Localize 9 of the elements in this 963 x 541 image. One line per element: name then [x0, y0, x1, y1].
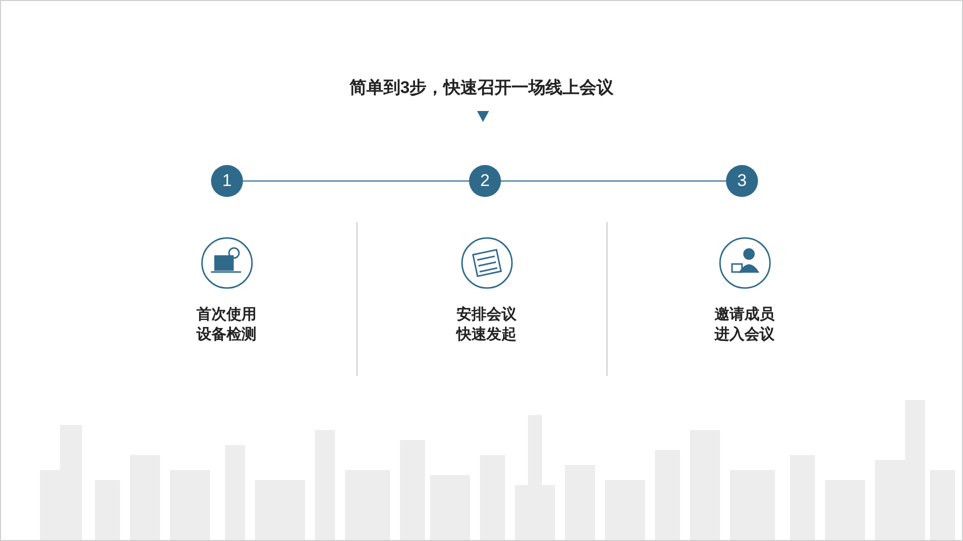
- step-label: 安排会议快速发起: [455, 305, 518, 345]
- step-label: 首次使用设备检测: [195, 305, 258, 345]
- connector-line: [243, 180, 469, 182]
- connector-line: [501, 180, 726, 182]
- step-number-circle: 3: [726, 165, 758, 197]
- step-number-circle: 1: [211, 165, 243, 197]
- step-number-circle: 2: [469, 165, 501, 197]
- step-label: 邀请成员进入会议: [713, 305, 776, 345]
- title: 简单到3步，快速召开一场线上会议: [349, 77, 614, 99]
